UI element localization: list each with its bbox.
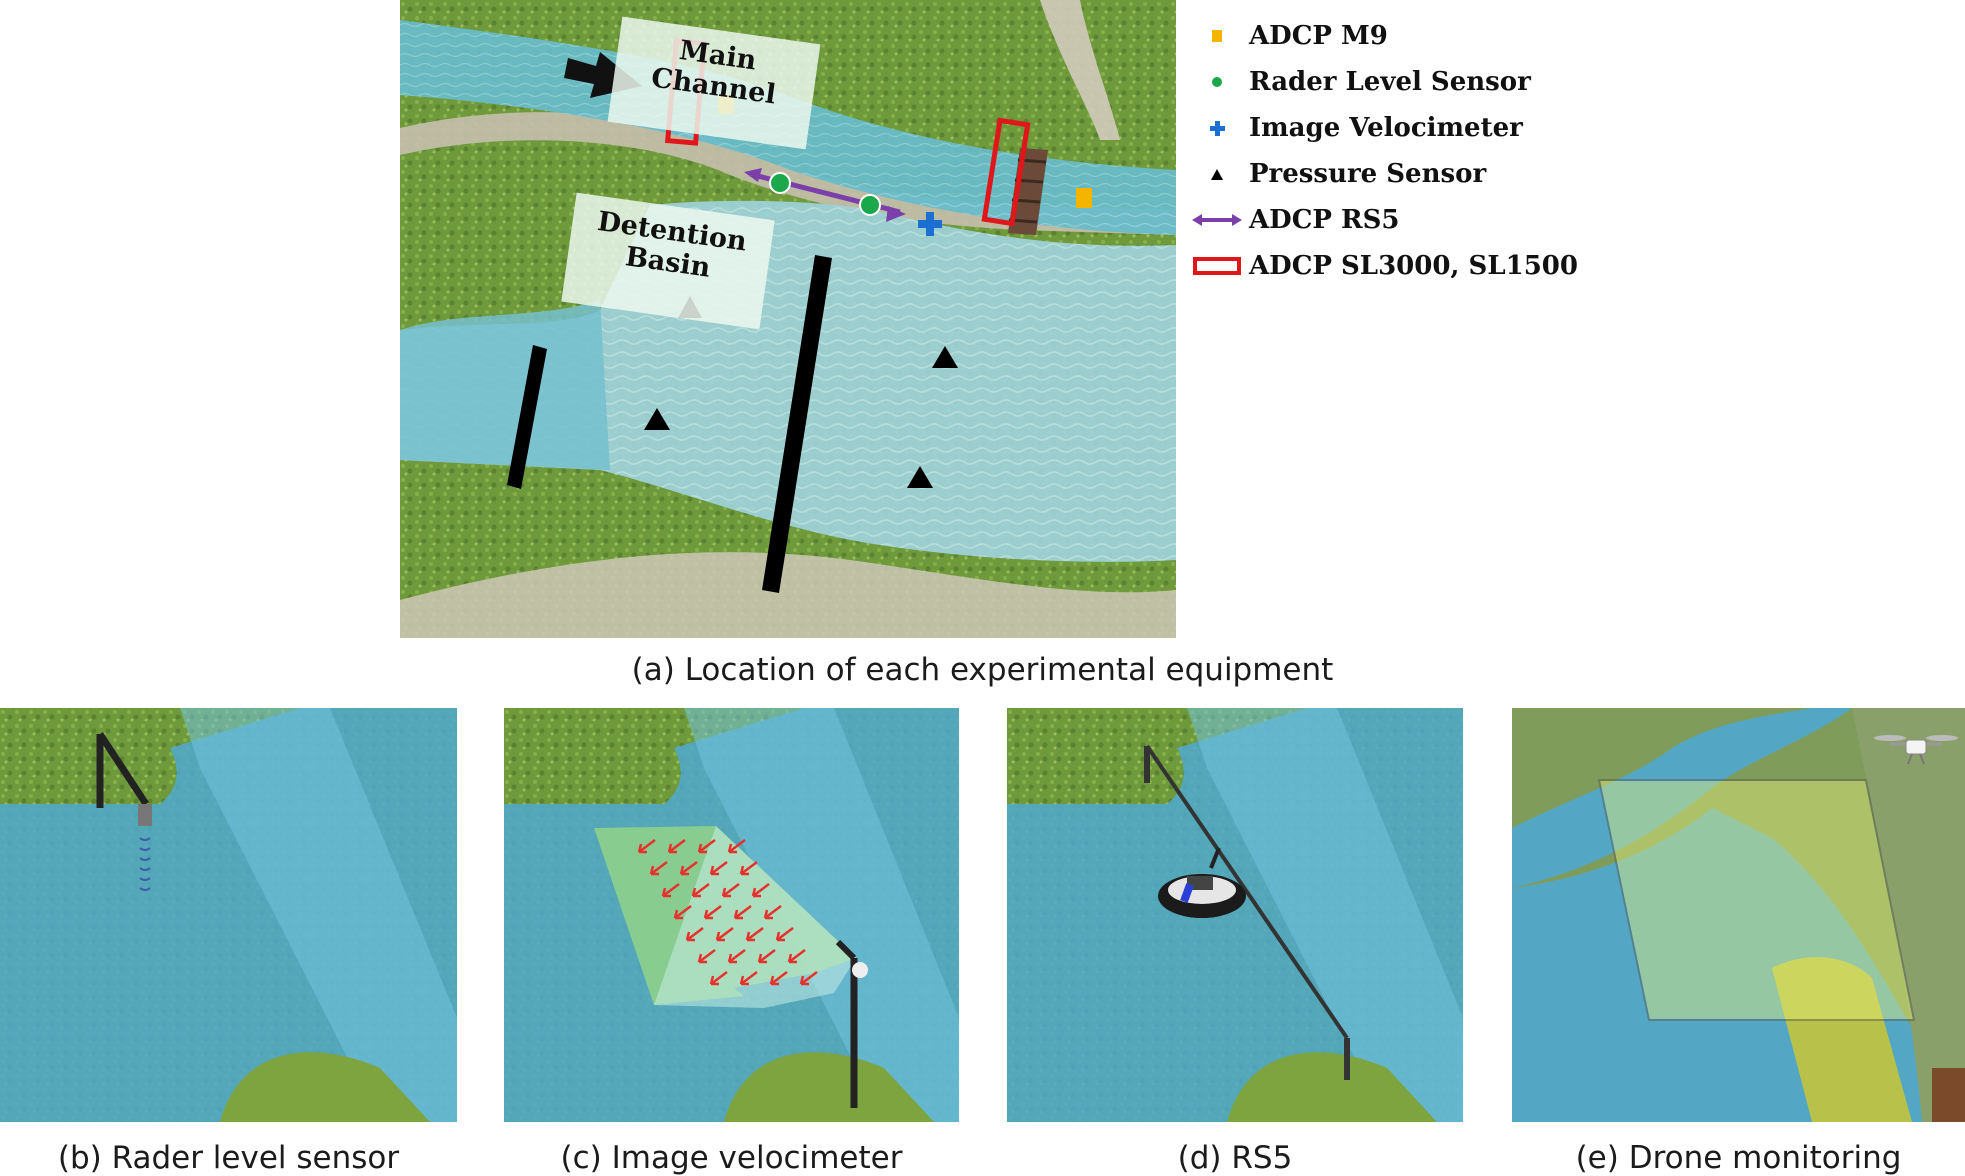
velocity-arrow-icon — [637, 839, 656, 854]
panel-c-image-velocimeter — [504, 708, 959, 1122]
velocity-arrow-icon — [673, 905, 692, 920]
level-sensor-marker-1 — [769, 172, 791, 194]
velocity-arrow-icon — [721, 883, 740, 898]
velocity-arrow-icon — [667, 839, 686, 854]
radar-beam-icon — [139, 837, 151, 891]
legend-label: Rader Level Sensor — [1249, 67, 1531, 97]
velocity-arrow-icon — [751, 883, 770, 898]
adcp-sl-marker-downstream — [981, 117, 1031, 227]
legend-item-adcp-sl: ADCP SL3000, SL1500 — [1185, 246, 1578, 286]
velocity-arrow-icon — [703, 905, 722, 920]
velocity-arrow-icon — [727, 949, 746, 964]
velocity-arrow-icon — [697, 949, 716, 964]
red-rectangle-icon — [1185, 246, 1249, 286]
velocity-arrow-icon — [709, 971, 728, 986]
velocity-arrow-icon — [661, 883, 680, 898]
velocity-arrow-icon — [787, 949, 806, 964]
legend-label: Image Velocimeter — [1249, 113, 1523, 143]
green-circle-icon — [1185, 62, 1249, 102]
velocity-arrow-icon — [799, 971, 818, 986]
main-site-map: Main Channel Detention Basin — [400, 0, 1176, 638]
legend-label: ADCP M9 — [1249, 21, 1388, 51]
velocity-arrow-icon — [685, 927, 704, 942]
velocity-arrows — [637, 839, 818, 986]
velocity-arrow-icon — [697, 839, 716, 854]
panel-e-drone-monitoring — [1512, 708, 1965, 1122]
basin-wall-right — [762, 255, 832, 593]
caption-a: (a) Location of each experimental equipm… — [631, 652, 1334, 688]
velocity-arrow-icon — [649, 861, 668, 876]
level-sensor-marker-2 — [859, 194, 881, 216]
velocity-arrow-icon — [769, 971, 788, 986]
velocity-arrow-icon — [679, 861, 698, 876]
legend-label: ADCP SL3000, SL1500 — [1249, 251, 1578, 281]
adcp-m9-marker-downstream — [1076, 188, 1092, 208]
black-triangle-icon — [1185, 154, 1249, 194]
legend-item-image-velocimeter: Image Velocimeter — [1185, 108, 1523, 148]
legend-item-level-sensor: Rader Level Sensor — [1185, 62, 1531, 102]
velocity-arrow-icon — [715, 927, 734, 942]
orange-square-icon — [1185, 16, 1249, 56]
legend-label: ADCP RS5 — [1249, 205, 1400, 235]
velocity-arrow-icon — [733, 905, 752, 920]
caption-e: (e) Drone monitoring — [1575, 1140, 1902, 1176]
caption-d: (d) RS5 — [1177, 1140, 1293, 1176]
basin-wall-left — [507, 345, 547, 489]
image-velocimeter-marker — [918, 212, 942, 236]
blue-plus-icon — [1185, 108, 1249, 148]
caption-b: (b) Rader level sensor — [57, 1140, 400, 1176]
monitoring-area — [1597, 779, 1916, 1021]
rs5-boat-icon — [1158, 847, 1246, 918]
pressure-sensor-marker-4 — [907, 466, 933, 488]
drone-icon — [1874, 735, 1958, 765]
panel-d-rs5 — [1007, 708, 1463, 1122]
pressure-sensor-marker-3 — [644, 408, 670, 430]
velocity-arrow-icon — [745, 927, 764, 942]
purple-double-arrow-icon — [1185, 200, 1249, 240]
camera-pole-icon — [835, 939, 868, 1108]
velocity-arrow-icon — [739, 861, 758, 876]
legend-item-adcp-m9: ADCP M9 — [1185, 16, 1388, 56]
legend: ADCP M9 Rader Level Sensor Image Velocim… — [1185, 10, 1605, 281]
bridge-icon — [1932, 1068, 1965, 1122]
velocity-arrow-icon — [763, 905, 782, 920]
legend-item-pressure-sensor: Pressure Sensor — [1185, 154, 1486, 194]
legend-label: Pressure Sensor — [1249, 159, 1487, 189]
velocity-arrow-icon — [691, 883, 710, 898]
panel-b-radar-level-sensor — [0, 708, 457, 1122]
pressure-sensor-marker-2 — [932, 346, 958, 368]
velocity-arrow-icon — [739, 971, 758, 986]
radar-sensor-pole-icon — [96, 732, 152, 826]
tether-cable — [1145, 744, 1349, 1040]
velocity-arrow-icon — [757, 949, 776, 964]
legend-item-adcp-rs5: ADCP RS5 — [1185, 200, 1400, 240]
caption-c: (c) Image velocimeter — [560, 1140, 903, 1176]
velocity-arrow-icon — [709, 861, 728, 876]
velocity-arrow-icon — [775, 927, 794, 942]
velocity-arrow-icon — [727, 839, 746, 854]
